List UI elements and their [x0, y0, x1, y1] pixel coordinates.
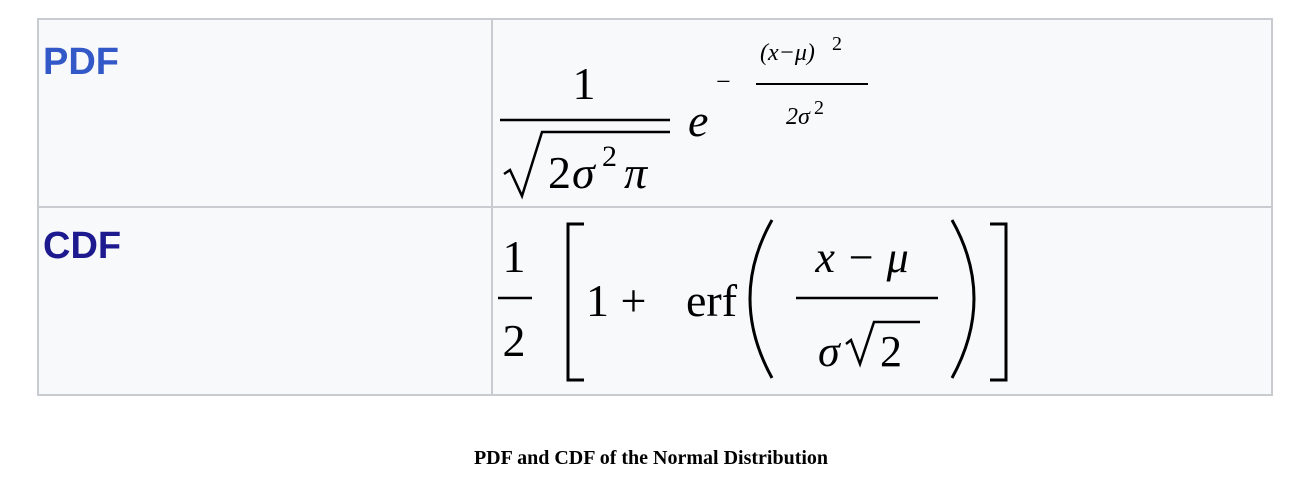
pdf-exp-denominator-power: 2: [814, 97, 824, 119]
cdf-right-paren: [950, 219, 976, 379]
cdf-row-label: CDF: [43, 225, 122, 267]
pdf-exp-denominator: 2σ: [786, 104, 811, 130]
formula-table: PDF CDF: [37, 18, 1273, 396]
pdf-exp-numerator: (x−μ): [760, 40, 815, 66]
pdf-radical-sign: [503, 130, 670, 200]
cdf-formula: 1 2 1 + erf x − μ σ 2: [498, 219, 1008, 382]
cdf-inner-sigma: σ: [818, 327, 842, 376]
pdf-radicand-sq: 2: [602, 140, 617, 173]
cdf-inner-radicand: 2: [880, 327, 902, 376]
pdf-radicand-coeff: 2: [548, 147, 571, 198]
pdf-numerator: 1: [573, 58, 596, 109]
pdf-exp-numerator-power: 2: [832, 33, 842, 55]
cdf-half-numerator: 1: [503, 231, 526, 282]
cdf-inner-numerator: x − μ: [814, 233, 908, 282]
cdf-right-bracket: [990, 222, 1008, 382]
pdf-radicand-pi: π: [624, 147, 649, 198]
figure-caption: PDF and CDF of the Normal Distribution: [473, 447, 829, 469]
pdf-exp-minus: −: [716, 67, 731, 96]
cdf-one-plus: 1 +: [586, 275, 646, 326]
cdf-left-paren: [748, 219, 774, 379]
cdf-half-denominator: 2: [503, 315, 526, 366]
cdf-inner-radical-sign: [845, 320, 920, 368]
pdf-row-label: PDF: [43, 41, 119, 83]
pdf-radicand-sigma: σ: [572, 147, 597, 198]
cdf-left-bracket: [566, 222, 584, 382]
row-divider: [39, 206, 1271, 208]
cdf-erf: erf: [686, 275, 738, 326]
pdf-exp-base: e: [688, 95, 708, 146]
pdf-formula: 1 2 σ 2 π e − (x−μ) 2 2σ 2: [500, 33, 868, 200]
